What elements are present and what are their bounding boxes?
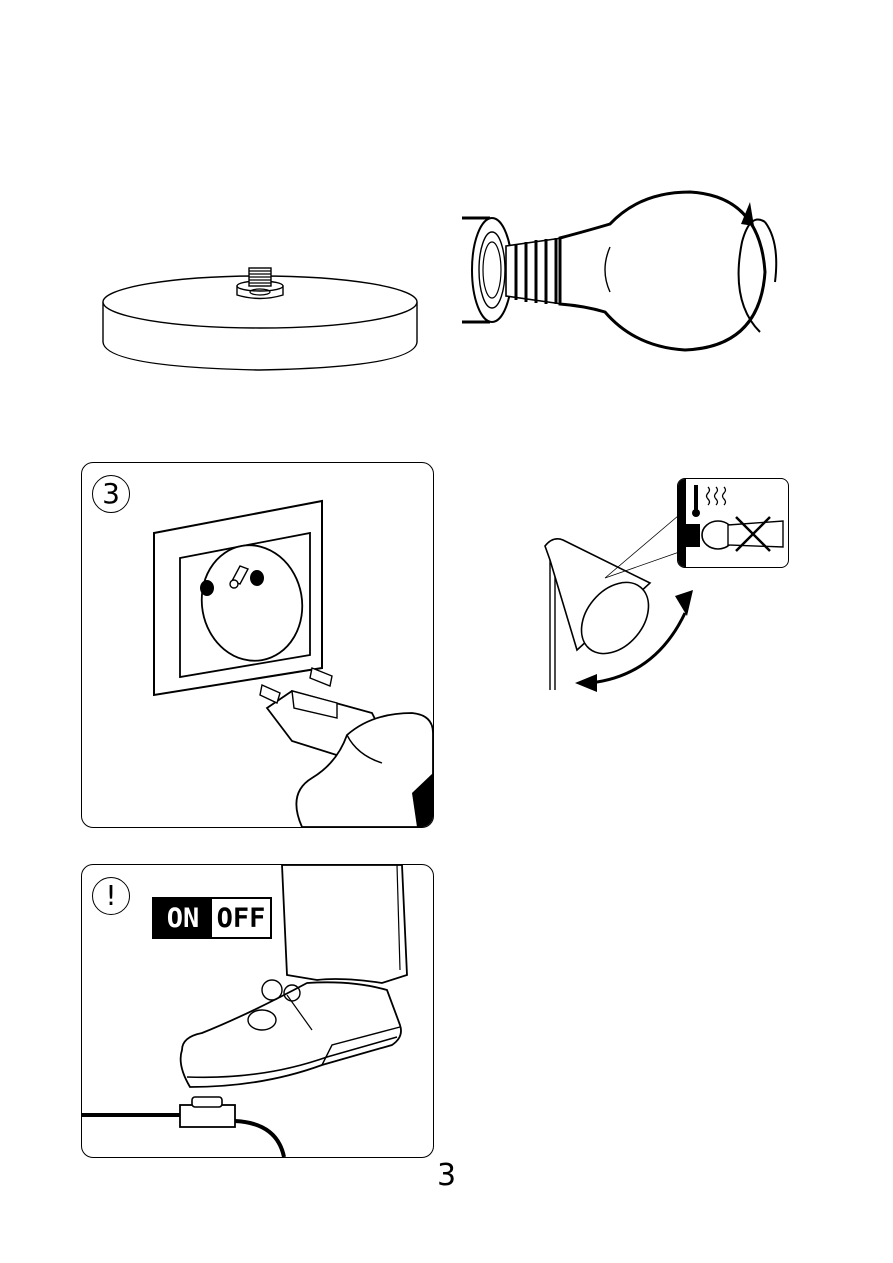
lamp-head-illustration	[535, 478, 790, 693]
lamp-base-illustration	[95, 262, 425, 377]
foot-switch-icon	[82, 865, 433, 1157]
lamp-base-icon	[95, 262, 425, 377]
plug-step-panel: 3	[81, 462, 434, 828]
switch-step-panel: ! ON OFF	[81, 864, 434, 1158]
bulb-illustration	[460, 182, 790, 354]
page-number: 3	[0, 1158, 893, 1193]
hot-bulb-do-not-touch-icon	[678, 479, 788, 567]
light-bulb-icon	[460, 182, 790, 354]
plug-into-socket-icon	[82, 463, 433, 827]
heat-warning-box	[677, 478, 789, 568]
